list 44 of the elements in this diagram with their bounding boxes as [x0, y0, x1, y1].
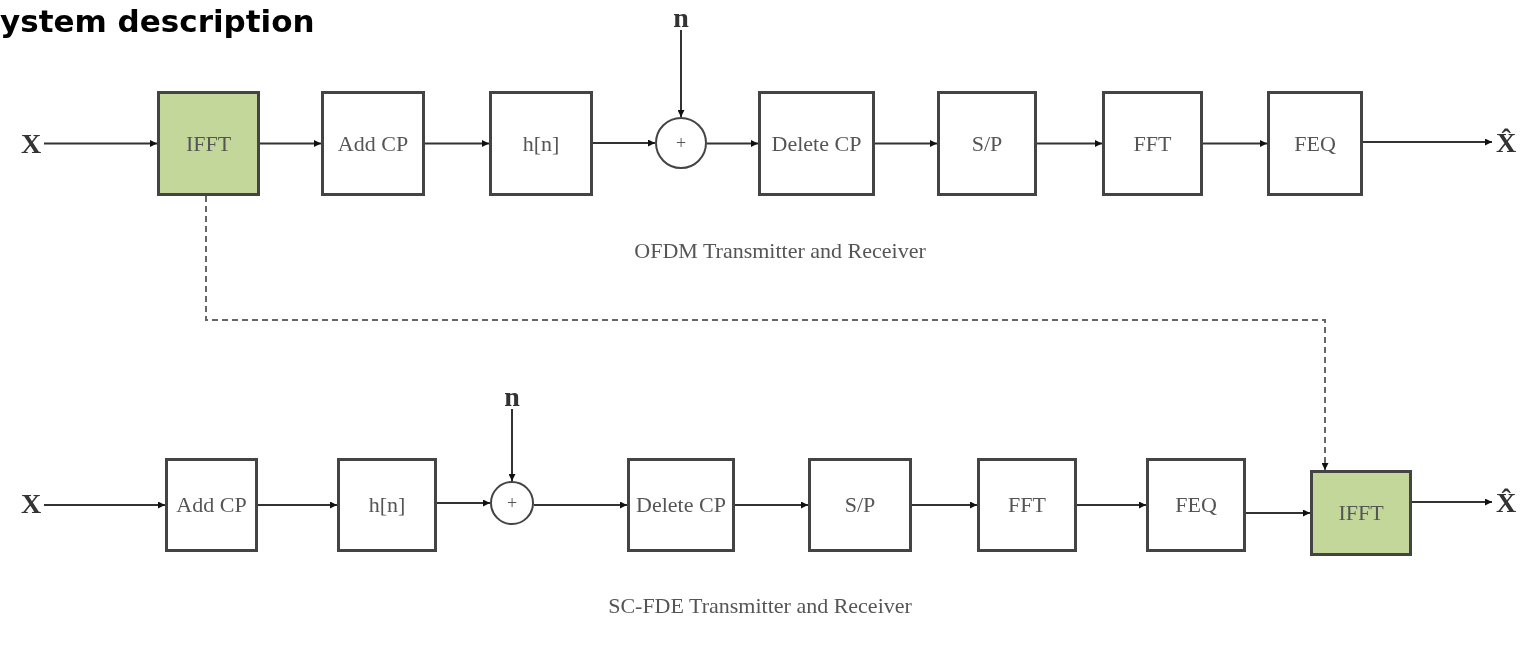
arrow: [911, 501, 978, 509]
highlighted-block-box: IFFT: [1310, 470, 1412, 556]
arrow: [436, 499, 491, 507]
arrow: [43, 140, 158, 147]
arrow: [677, 29, 685, 118]
arrow: [257, 501, 338, 509]
signal-label: n: [670, 4, 692, 30]
arrow: [1076, 501, 1147, 509]
block-box: h[n]: [489, 91, 593, 196]
highlighted-block-box: IFFT: [157, 91, 260, 196]
signal-label: X̂: [1492, 484, 1520, 520]
block-box: S/P: [808, 458, 912, 552]
arrow: [1362, 138, 1493, 146]
block-box: FFT: [1102, 91, 1203, 196]
arrow: [533, 501, 628, 509]
arrow: [1036, 140, 1103, 147]
block-box: Add CP: [321, 91, 425, 196]
arrow: [43, 501, 166, 509]
signal-label: X: [18, 128, 44, 158]
signal-label: n: [501, 383, 523, 409]
arrow: [1202, 140, 1268, 147]
arrow: [259, 140, 322, 147]
block-box: h[n]: [337, 458, 437, 552]
block-box: FEQ: [1267, 91, 1363, 196]
arrow: [1411, 498, 1493, 506]
signal-label: X: [18, 488, 44, 518]
arrow: [592, 139, 656, 147]
diagram-caption: OFDM Transmitter and Receiver: [634, 236, 926, 265]
block-box: FFT: [977, 458, 1077, 552]
dashed-arrow: [205, 195, 1329, 471]
signal-label: X̂: [1492, 124, 1520, 160]
arrow: [734, 501, 809, 509]
block-box: S/P: [937, 91, 1037, 196]
block-box: Delete CP: [627, 458, 735, 552]
slide-title: ystem description: [0, 6, 315, 37]
block-box: Add CP: [165, 458, 258, 552]
arrow: [1245, 509, 1311, 517]
diagram-caption: SC-FDE Transmitter and Receiver: [608, 591, 912, 620]
arrow: [508, 408, 516, 482]
arrow: [874, 140, 938, 147]
arrow: [424, 140, 490, 147]
block-box: Delete CP: [758, 91, 875, 196]
arrow: [706, 140, 759, 147]
block-box: FEQ: [1146, 458, 1246, 552]
